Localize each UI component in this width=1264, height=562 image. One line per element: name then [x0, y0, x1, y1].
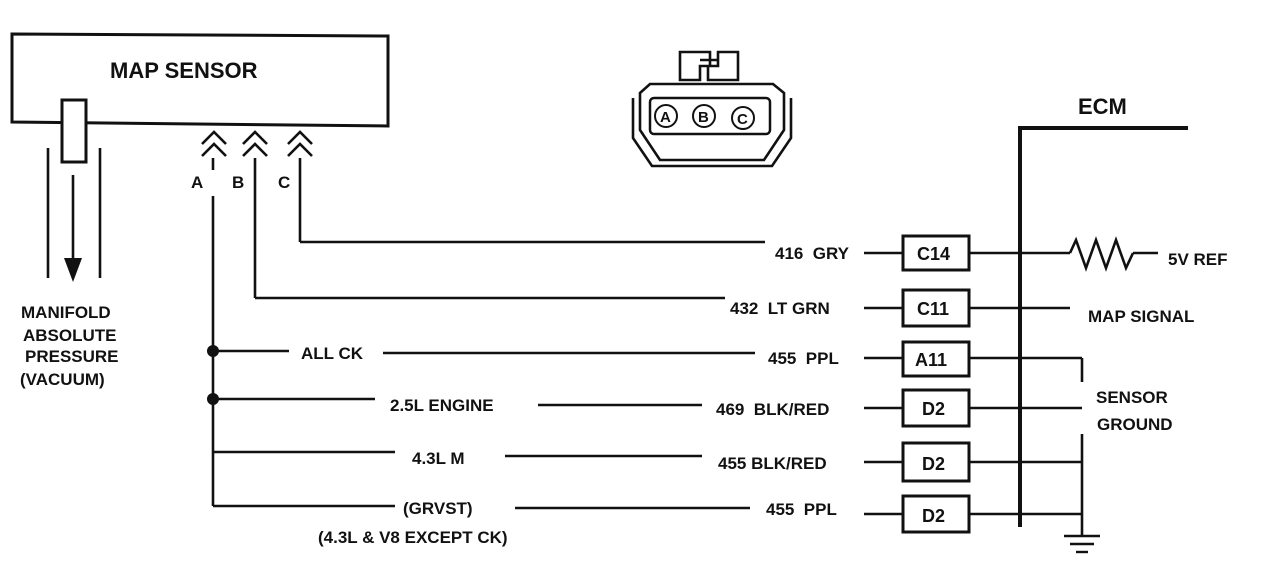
sensor-ground-line-1: SENSOR — [1096, 388, 1168, 407]
circuit-label-455-ppl-2: 455 PPL — [766, 500, 837, 519]
terminal-label-d2-2: D2 — [922, 454, 945, 474]
circuit-label-432: 432 LT GRN — [730, 299, 830, 318]
note-grvst: (GRVST) — [403, 499, 473, 518]
map-sensor: MAP SENSOR — [10, 32, 390, 282]
ecm-title: ECM — [1078, 94, 1127, 119]
note-except-ck: (4.3L & V8 EXCEPT CK) — [318, 528, 508, 547]
ground-symbol-icon — [1064, 534, 1100, 554]
note-all-ck: ALL CK — [301, 344, 364, 363]
circuit-label-469: 469 BLK/RED — [716, 400, 829, 419]
ecm-boundary — [1018, 126, 1188, 527]
terminal-label-a11: A11 — [915, 350, 947, 370]
harness-wires — [207, 158, 765, 510]
connector-cavity-a — [654, 104, 678, 128]
function-map-signal: MAP SIGNAL — [1088, 307, 1194, 326]
note-4-3l-m: 4.3L M — [412, 449, 465, 468]
terminal-label-d2-1: D2 — [922, 399, 945, 419]
circuit-label-455-ppl: 455 PPL — [768, 349, 839, 368]
vacuum-port — [60, 98, 88, 164]
vacuum-label-line-4: (VACUUM) — [20, 370, 105, 389]
function-5v-ref: 5V REF — [1168, 250, 1228, 269]
vacuum-label-line-2: ABSOLUTE — [23, 326, 117, 345]
pin-label-b: B — [232, 173, 244, 192]
terminal-stubs — [864, 251, 903, 516]
circuit-label-455-blk-red: 455 BLK/RED — [718, 454, 827, 473]
sensor-pin-chevrons — [201, 130, 313, 157]
sensor-title: MAP SENSOR — [110, 58, 258, 83]
note-2-5l-engine: 2.5L ENGINE — [390, 396, 494, 415]
vacuum-label-line-1: MANIFOLD — [21, 303, 111, 322]
terminal-label-d2-3: D2 — [922, 506, 945, 526]
connector-face-view: A B C — [631, 50, 793, 168]
connector-cavity-c — [731, 106, 755, 130]
sensor-ground-line-2: GROUND — [1097, 415, 1173, 434]
pin-label-a: A — [191, 173, 203, 192]
pin-label-c: C — [278, 173, 290, 192]
connector-cavity-b — [692, 104, 716, 128]
ecm-internal-lines — [969, 236, 1158, 535]
vacuum-arrow-icon — [64, 258, 82, 282]
ecm-terminals — [901, 234, 971, 534]
connector-pin-c: C — [737, 111, 748, 128]
vacuum-label-line-3: PRESSURE — [25, 347, 119, 366]
connector-pin-a: A — [660, 109, 671, 126]
terminal-label-c14: C14 — [917, 244, 950, 264]
connector-pin-b: B — [698, 109, 709, 126]
circuit-label-416: 416 GRY — [775, 244, 850, 263]
terminal-label-c11: C11 — [917, 299, 949, 319]
